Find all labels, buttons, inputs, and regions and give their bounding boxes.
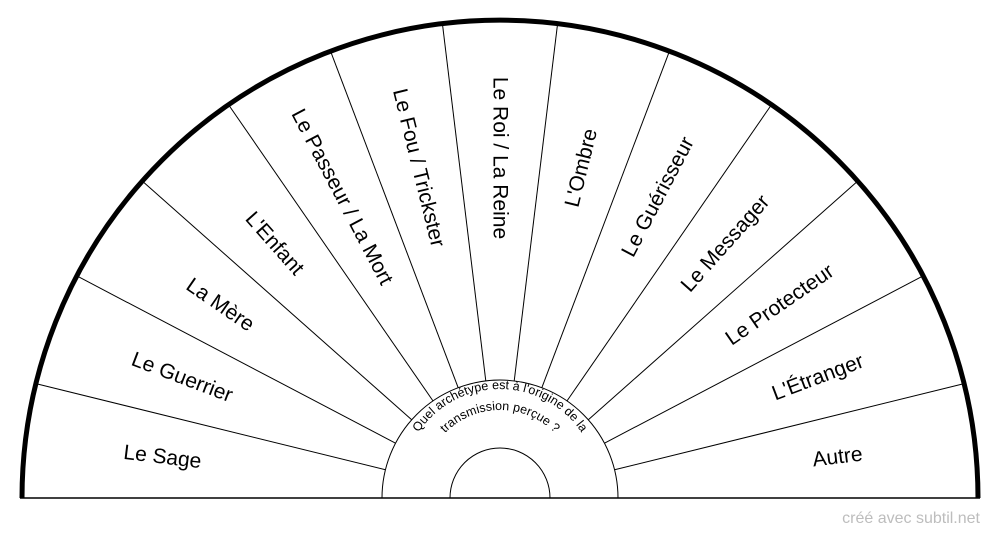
segment-label: Le Sage (122, 441, 202, 473)
segment-label: Le Messager (677, 190, 775, 296)
segment-divider (541, 50, 670, 388)
segment-divider (513, 23, 559, 381)
segment-divider (566, 104, 772, 402)
segment-divider (228, 104, 434, 402)
segment-label: Autre (811, 443, 864, 472)
center-circle-outer (381, 379, 619, 499)
segment-label: Le Guerrier (128, 348, 235, 407)
center-circle-inner (449, 447, 551, 499)
segment-label: Le Protecteur (721, 260, 838, 351)
chart-lines (35, 23, 965, 471)
segment-label: L'Étranger (769, 350, 867, 406)
segment-label: Le Roi / La Reine (489, 77, 512, 239)
center-question-line-2: transmission perçue ? (437, 399, 562, 435)
credit-text: créé avec subtil.net (842, 510, 980, 527)
outer-arc (19, 17, 981, 499)
segment-label: La Mère (182, 274, 258, 337)
segment-divider (76, 275, 396, 444)
segment-divider (330, 50, 459, 388)
segment-divider (35, 383, 386, 471)
segment-label: L'Ombre (561, 126, 602, 209)
segment-divider (604, 275, 924, 444)
segment-divider (587, 180, 859, 421)
segment-divider (441, 23, 487, 381)
segment-label: Le Guérisseur (617, 133, 699, 260)
segment-label: L'Enfant (241, 207, 309, 280)
segment-label: Le Fou / Trickster (388, 86, 449, 249)
segment-divider (141, 180, 413, 421)
segment-divider (614, 383, 965, 471)
